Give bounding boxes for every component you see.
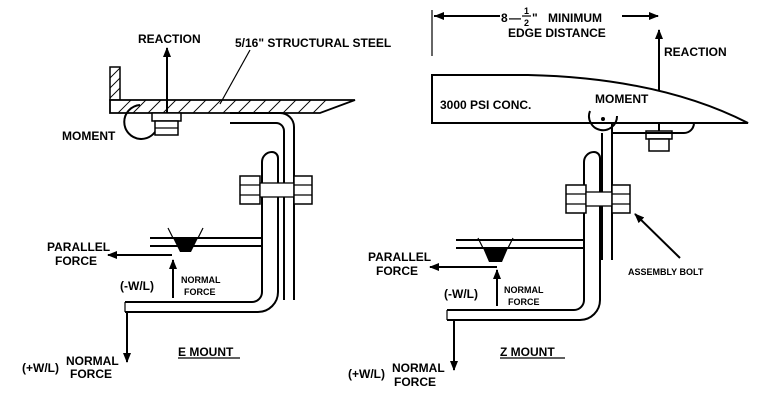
bottom-force-label-right: FORCE <box>394 375 436 389</box>
top-nut <box>151 112 182 136</box>
pos-wl-label: (+W/L) <box>22 361 59 375</box>
bottom-force-label: FORCE <box>70 367 112 381</box>
assembly-bolt <box>239 175 313 205</box>
e-mount-caption: E MOUNT <box>178 345 234 359</box>
parallel-force-label: FORCE <box>55 254 97 268</box>
neg-wl-label: (-W/L) <box>120 279 154 293</box>
normal-label-right: NORMAL <box>504 285 544 295</box>
steel-label: 5/16" STRUCTURAL STEEL <box>235 36 391 50</box>
bottom-normal-label: NORMAL <box>66 354 119 368</box>
bottom-normal-label-right: NORMAL <box>392 361 445 375</box>
dim-quote: " <box>532 11 538 25</box>
normal-label: NORMAL <box>181 275 221 285</box>
anchor-nut <box>645 130 673 152</box>
normal-force-label-right: FORCE <box>508 297 540 307</box>
edge-distance-dimension <box>431 10 659 56</box>
structural-steel-flange <box>109 99 356 114</box>
clip-plate <box>124 151 279 313</box>
dim-denominator: 2 <box>524 18 529 28</box>
moment-arc <box>123 104 159 140</box>
assembly-bolt-right <box>565 184 631 214</box>
dim-numerator: 1 <box>524 6 529 16</box>
rail-right <box>456 237 584 262</box>
parallel-label-right: PARALLEL <box>368 250 431 264</box>
assembly-bolt-label: ASSEMBLY BOLT <box>628 267 704 277</box>
concrete-label: 3000 PSI CONC. <box>440 98 531 112</box>
minimum-label: MINIMUM <box>548 11 602 25</box>
z-mount-caption: Z MOUNT <box>500 345 555 359</box>
z-mount: 8 — 1 2 " MINIMUM EDGE DISTANCE REACTION… <box>348 6 749 389</box>
dim-eight: 8 <box>501 11 508 25</box>
concrete-slab <box>431 74 749 124</box>
steel-leader <box>219 49 251 105</box>
normal-force-label: FORCE <box>184 287 216 297</box>
z-bracket <box>446 122 696 321</box>
parallel-label: PARALLEL <box>47 240 110 254</box>
edge-distance-label: EDGE DISTANCE <box>508 26 606 40</box>
neg-wl-label-right: (-W/L) <box>444 287 478 301</box>
reaction-label: REACTION <box>138 32 201 46</box>
moment-point <box>601 117 605 121</box>
moment-label: MOMENT <box>62 129 116 143</box>
moment-label-right: MOMENT <box>595 92 649 106</box>
parallel-force-label-right: FORCE <box>376 264 418 278</box>
rail <box>150 227 262 252</box>
assembly-leader <box>634 213 681 259</box>
dim-dash: — <box>509 11 521 25</box>
reaction-label-right: REACTION <box>664 45 727 59</box>
l-bracket <box>230 112 295 300</box>
steel-stub <box>109 66 121 101</box>
pos-wl-label-right: (+W/L) <box>348 367 385 381</box>
e-mount: REACTION 5/16" STRUCTURAL STEEL MOMENT P… <box>22 32 391 381</box>
